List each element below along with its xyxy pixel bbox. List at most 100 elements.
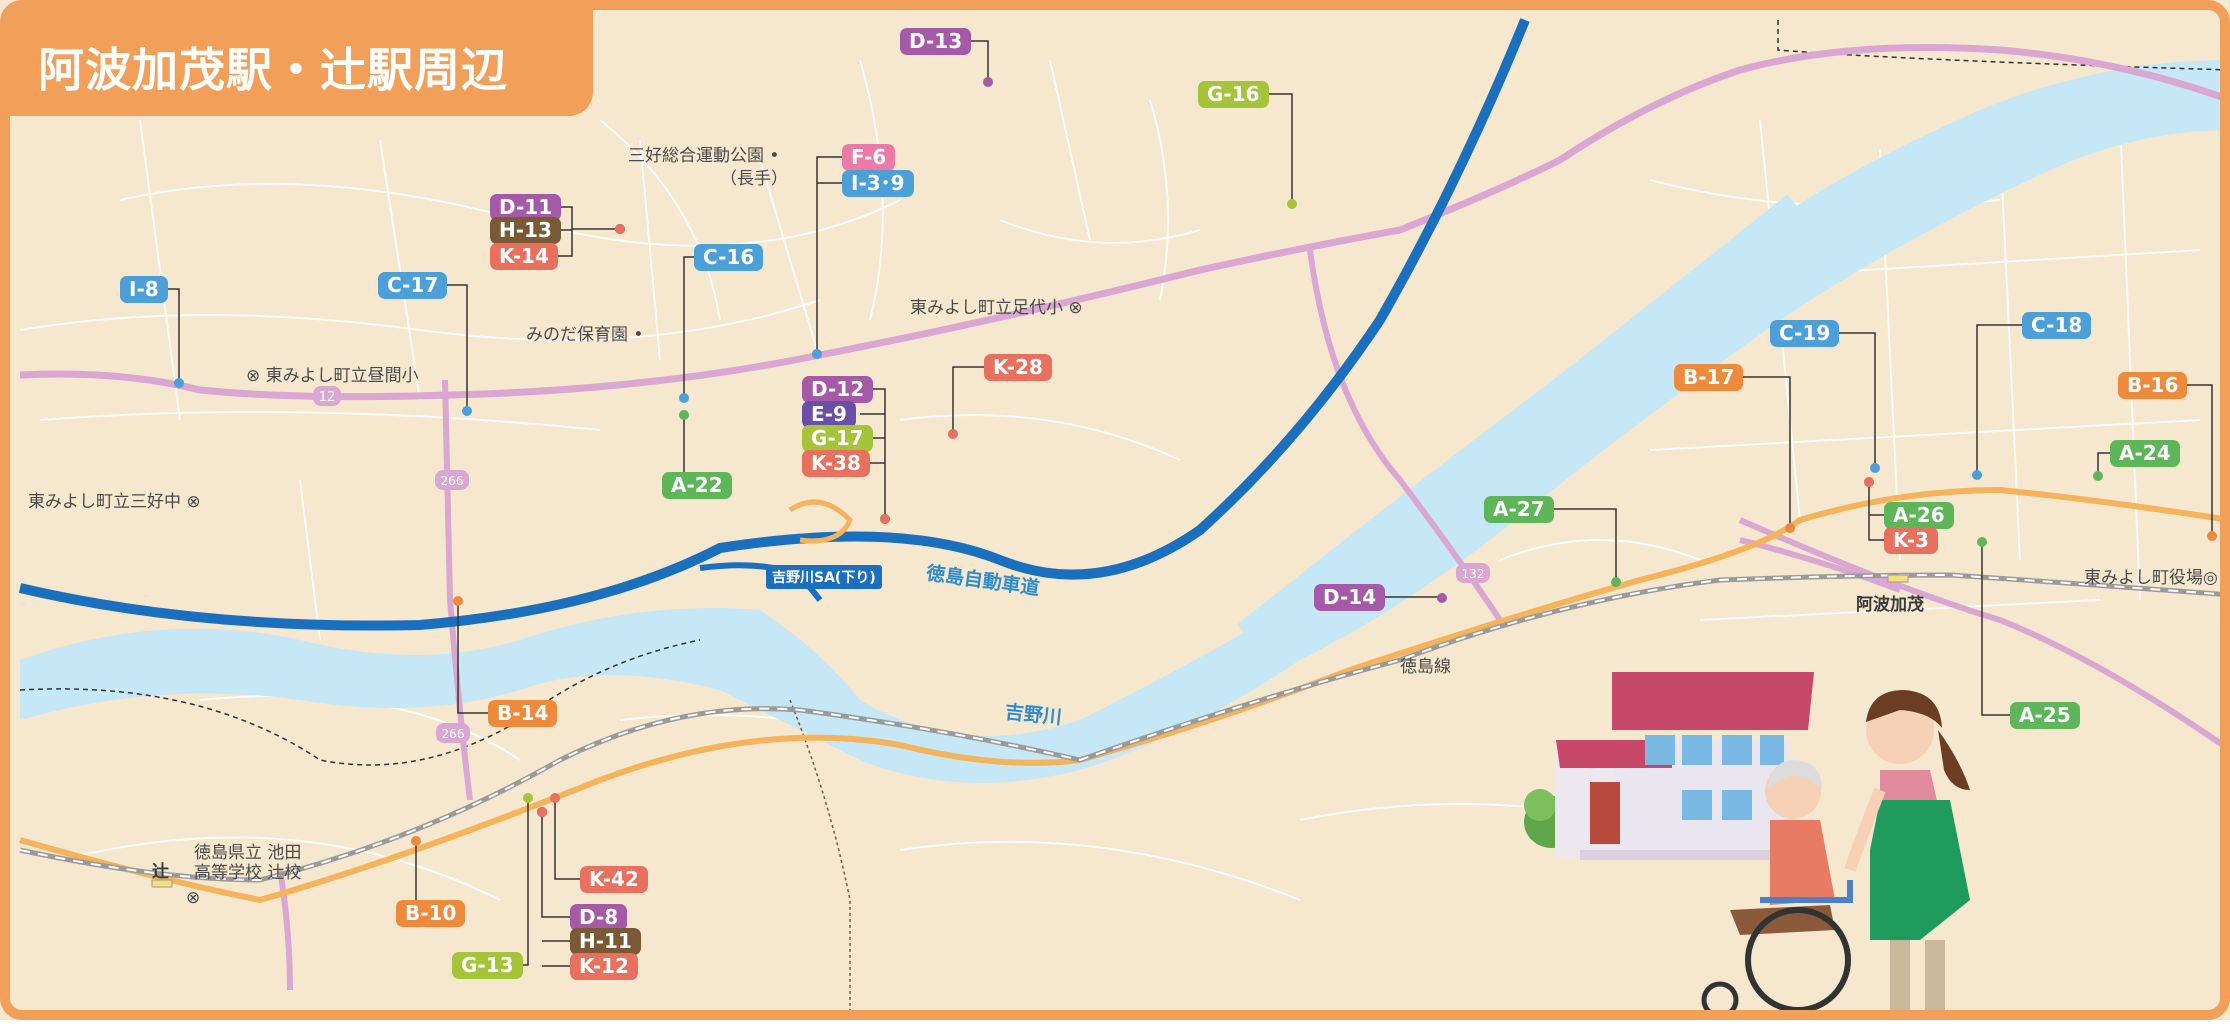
facility-tag[interactable]: F-6 [842,144,896,171]
facility-tag[interactable]: A-24 [2110,440,2180,467]
facility-dot [2093,471,2103,481]
leader-line [1976,324,2022,475]
facility-dot [174,378,184,388]
facility-dot [880,514,890,524]
leader-line [683,256,694,398]
leader-line [440,284,468,411]
facility-tag[interactable]: D-13 [900,28,972,55]
care-home-illustration [1524,672,1814,860]
leader-line [1838,332,1876,468]
facility-tag[interactable]: D-11 [490,194,562,221]
facility-dot [679,393,689,403]
facility-tag[interactable]: K-42 [580,866,648,893]
svg-text:12: 12 [319,390,336,405]
facility-dot [679,410,689,420]
leader-line [816,156,842,354]
facility-tag[interactable]: D-12 [802,376,874,403]
leader-line [164,288,180,383]
label-hiruma-elem: ⊗ 東みよし町立昼間小 [246,366,419,386]
leader-line [1262,93,1293,204]
facility-tag[interactable]: K-14 [490,243,558,270]
label-town-office: 東みよし町役場◎ [2084,568,2218,588]
map-title: 阿波加茂駅・辻駅周辺 [38,43,508,97]
boundary-line [19,639,701,766]
facility-dot [948,429,958,439]
route-badge-266b: 266 [436,723,470,743]
leader-line [1544,508,1617,582]
facility-tag[interactable]: B-10 [396,900,466,927]
leader-line [2180,384,2213,536]
facility-tag[interactable]: D-8 [570,904,628,931]
leader-line [552,206,620,230]
facility-tag[interactable]: H-11 [570,928,641,955]
town-office-name: 東みよし町役場 [2084,568,2203,588]
national-road-east [1738,517,2230,753]
facility-tag[interactable]: B-16 [2118,372,2188,399]
title-box: 阿波加茂駅・辻駅周辺 [8,8,593,116]
label-ashiro-elem: 東みよし町立足代小 ⊗ [910,298,1083,318]
tokushima-line-dash [19,573,2230,882]
svg-text:266: 266 [442,727,465,741]
national-road-south [277,869,293,991]
facility-tag[interactable]: C-18 [2022,312,2092,339]
leader-line [552,229,573,257]
marker-dots [174,77,2217,846]
facility-dot [411,836,421,846]
tsuji-station-mark [151,879,173,888]
expressway [18,18,1530,631]
facility-dot [523,793,533,803]
facility-tag[interactable]: A-26 [1884,502,1954,529]
facility-tag[interactable]: H-13 [490,217,561,244]
leader-line [541,812,570,918]
facility-tag[interactable]: G-17 [802,425,873,452]
facility-tag[interactable]: D-14 [1314,584,1386,611]
leader-line [2097,452,2110,476]
facility-dot [1287,199,1297,209]
park-name: 三好総合運動公園 [628,146,764,166]
label-river: 吉野川 [1003,701,1063,729]
jh-name: 東みよし町立三好中 [28,492,181,512]
facility-tag[interactable]: G-16 [1198,81,1269,108]
facility-tag[interactable]: G-13 [452,952,523,979]
ashiro-elem-name: 東みよし町立足代小 [910,298,1063,318]
facility-dot [1785,523,1795,533]
leader-line [1868,515,1884,541]
svg-text:132: 132 [1462,567,1485,581]
facility-tag[interactable]: K-12 [570,953,638,980]
route-badge-266a: 266 [435,470,469,490]
leader-line [554,798,580,880]
nursery-name: みのだ保育園 [526,325,628,345]
facility-tag[interactable]: C-19 [1770,320,1840,347]
national-road-main [19,44,2230,401]
label-mida-nursery: みのだ保育園 • [526,325,644,345]
label-miyoshi-park-sub: （長手） [720,169,788,189]
boundary-line-3 [1777,20,2230,71]
leader-line [952,366,984,434]
facility-tag[interactable]: A-25 [2010,702,2080,729]
facility-tag[interactable]: K-3 [1884,527,1938,554]
facility-tag[interactable]: B-17 [1674,364,1744,391]
label-sa: 吉野川SA(下り) [766,565,882,589]
facility-tag[interactable]: C-16 [694,244,764,271]
facility-tag[interactable]: A-22 [662,472,732,499]
facility-dot [2207,531,2217,541]
facility-dot [1977,537,1987,547]
facility-tag[interactable]: C-17 [378,272,448,299]
hiruma-elem-name: 東みよし町立昼間小 [265,366,419,386]
facility-tag[interactable]: E-9 [802,401,856,428]
label-miyoshi-park: 三好総合運動公園 • [628,146,780,166]
awakamo-station-mark [1887,574,1909,583]
route-badge-132: 132 [1456,563,1490,583]
facility-tag[interactable]: B-14 [488,700,558,727]
facility-dot [462,406,472,416]
river-channel [1237,194,1813,656]
facility-tag[interactable]: K-38 [802,450,870,477]
sa-ring [788,499,853,544]
facility-tag[interactable]: I-3･9 [842,170,914,197]
facility-tag[interactable]: K-28 [984,354,1052,381]
facility-tag[interactable]: A-27 [1484,496,1554,523]
facility-tag[interactable]: I-8 [120,276,168,303]
label-miyoshi-jh: 東みよし町立三好中 ⊗ [28,492,201,512]
